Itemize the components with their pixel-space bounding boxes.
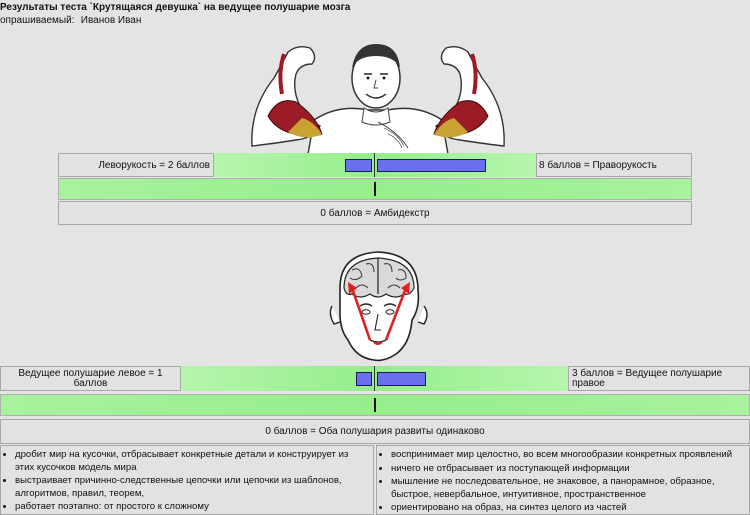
handedness-right-label: 8 баллов = Праворукость bbox=[539, 159, 657, 171]
handedness-neutral-label: 0 баллов = Амбидекстр bbox=[320, 207, 430, 219]
handedness-neutral-cell bbox=[58, 201, 692, 225]
hemisphere-scale-marker bbox=[374, 398, 376, 412]
right-traits-list: воспринимает мир целостно, во всем много… bbox=[381, 449, 745, 515]
respondent-label: опрашиваемый: bbox=[0, 15, 75, 26]
hemisphere-left-bar bbox=[356, 372, 372, 386]
page-title: Результаты теста `Крутящаяся девушка` на… bbox=[0, 2, 351, 13]
left-hemisphere-traits: дробит мир на кусочки, отбрасывает конкр… bbox=[0, 445, 374, 515]
respondent-line: опрашиваемый: Иванов Иван bbox=[0, 15, 141, 26]
handedness-right-meter bbox=[375, 153, 536, 177]
hemisphere-right-cell bbox=[568, 366, 750, 391]
handedness-left-cell bbox=[58, 153, 214, 177]
handedness-right-bar bbox=[377, 159, 486, 172]
hemisphere-center-line bbox=[374, 366, 375, 391]
right-hemisphere-traits: воспринимает мир целостно, во всем много… bbox=[376, 445, 750, 515]
hemisphere-right-meter bbox=[375, 366, 568, 391]
hemisphere-left-meter bbox=[181, 366, 374, 391]
trait-item: воспринимает мир целостно, во всем много… bbox=[391, 449, 745, 462]
hemisphere-neutral-label: 0 баллов = Оба полушария развиты одинако… bbox=[265, 426, 485, 437]
trait-item: ничего не отбрасывает из поступающей инф… bbox=[391, 463, 745, 476]
hemisphere-left-cell bbox=[0, 366, 181, 391]
hemisphere-right-label: 3 баллов = Ведущее полушарие правое bbox=[572, 367, 723, 389]
trait-item: работает поэтапно: от простого к сложном… bbox=[15, 501, 369, 514]
handedness-left-label: Леворукость = 2 баллов bbox=[98, 159, 210, 171]
trait-item: дробит мир на кусочки, отбрасывает конкр… bbox=[15, 449, 369, 474]
muscleman-illustration bbox=[248, 38, 508, 154]
hemisphere-left-label: Ведущее полушарие левое = 1 баллов bbox=[18, 367, 163, 389]
handedness-left-meter bbox=[214, 153, 374, 177]
brain-head-illustration bbox=[326, 248, 432, 364]
handedness-right-cell bbox=[536, 153, 692, 177]
handedness-scale-marker bbox=[374, 182, 376, 196]
respondent-name: Иванов Иван bbox=[80, 15, 142, 26]
handedness-center-line bbox=[374, 153, 375, 177]
handedness-left-bar bbox=[345, 159, 372, 172]
hemisphere-neutral-cell bbox=[0, 419, 750, 444]
trait-item: выстраивает причинно-следственные цепочк… bbox=[15, 475, 369, 500]
hemisphere-right-bar bbox=[377, 372, 426, 386]
trait-item: мышление не последовательное, не знаково… bbox=[391, 476, 745, 501]
